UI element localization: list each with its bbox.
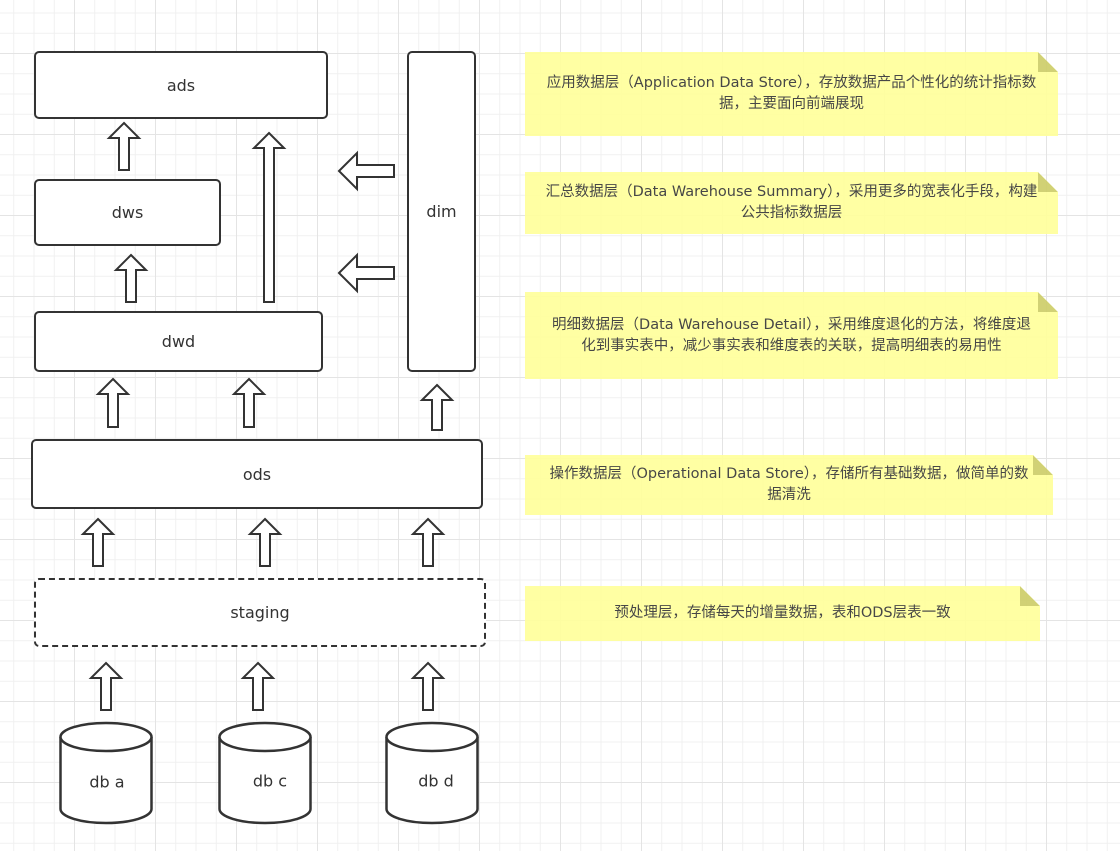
- layer-dws-label: dws: [111, 203, 144, 222]
- note-ods: 操作数据层（Operational Data Store），存储所有基础数据，做…: [525, 455, 1053, 515]
- arrow-up-icon: [80, 517, 116, 567]
- arrow-up-icon: [88, 661, 124, 711]
- cylinder-top: [385, 721, 479, 753]
- layer-staging-label: staging: [230, 603, 290, 622]
- arrow-up-icon: [95, 377, 131, 428]
- db-a-label: db a: [89, 772, 125, 792]
- db-c-label: db c: [252, 771, 288, 791]
- arrow-up-icon: [419, 383, 455, 431]
- layer-dws[interactable]: dws: [34, 179, 221, 246]
- layer-ads[interactable]: ads: [34, 51, 328, 119]
- layer-dim[interactable]: dim: [407, 51, 476, 372]
- note-fold-icon: [1038, 52, 1058, 72]
- note-staging-text: 预处理层，存储每天的增量数据，表和ODS层表一致: [614, 605, 951, 621]
- note-dwd-text: 明细数据层（Data Warehouse Detail），采用维度退化的方法，将…: [552, 316, 1031, 354]
- layer-dim-label: dim: [426, 202, 457, 221]
- arrow-up-icon: [240, 661, 276, 711]
- note-ads: 应用数据层（Application Data Store），存放数据产品个性化的…: [525, 52, 1058, 136]
- note-dwd: 明细数据层（Data Warehouse Detail），采用维度退化的方法，将…: [525, 292, 1058, 379]
- arrow-up-icon: [410, 661, 446, 711]
- arrow-up-icon: [251, 131, 287, 303]
- layer-dwd-label: dwd: [161, 332, 196, 351]
- arrow-up-icon: [247, 517, 283, 567]
- arrow-up-icon: [113, 253, 149, 303]
- layer-ods-label: ods: [242, 464, 272, 484]
- note-fold-icon: [1038, 292, 1058, 312]
- db-d-label: db d: [418, 771, 454, 791]
- note-ods-text: 操作数据层（Operational Data Store），存储所有基础数据，做…: [549, 466, 1029, 503]
- arrow-left-icon: [337, 252, 395, 294]
- note-dws: 汇总数据层（Data Warehouse Summary），采用更多的宽表化手段…: [525, 172, 1058, 234]
- layer-ads-label: ads: [166, 75, 196, 95]
- arrow-up-icon: [106, 121, 142, 171]
- arrow-up-icon: [410, 517, 446, 567]
- note-dws-text: 汇总数据层（Data Warehouse Summary），采用更多的宽表化手段…: [545, 184, 1038, 221]
- note-fold-icon: [1033, 455, 1053, 475]
- note-fold-icon: [1038, 172, 1058, 192]
- note-ads-text: 应用数据层（Application Data Store），存放数据产品个性化的…: [546, 75, 1037, 112]
- arrow-up-icon: [231, 377, 267, 428]
- arrow-left-icon: [337, 150, 395, 192]
- note-staging: 预处理层，存储每天的增量数据，表和ODS层表一致: [525, 586, 1040, 641]
- cylinder-top: [59, 721, 153, 753]
- layer-staging[interactable]: staging: [34, 578, 486, 647]
- layer-dwd[interactable]: dwd: [34, 311, 323, 372]
- cylinder-top: [218, 721, 312, 753]
- layer-ods[interactable]: ods: [31, 439, 483, 509]
- note-fold-icon: [1020, 586, 1040, 606]
